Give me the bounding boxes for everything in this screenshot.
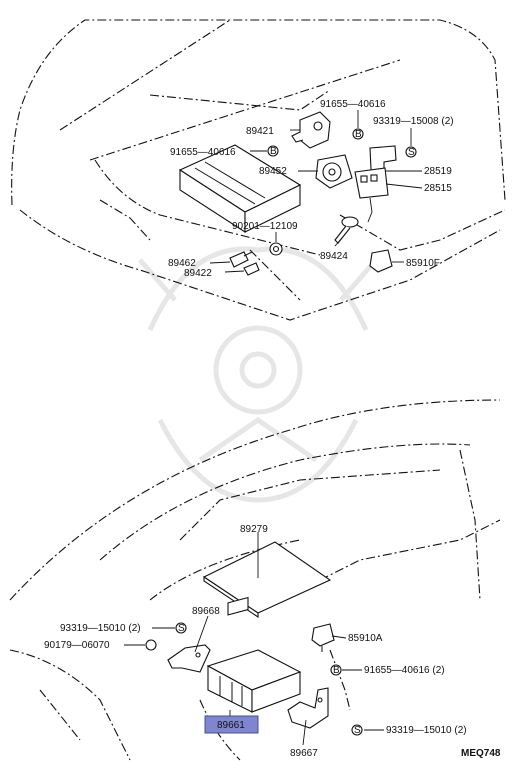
- callout-91655-top: 91655—40616: [320, 99, 386, 110]
- callout-89421: 89421: [246, 126, 274, 137]
- sensor-89424: [334, 216, 359, 244]
- svg-text:B: B: [355, 129, 362, 140]
- callout-91655-left: 91655—40616: [170, 147, 236, 158]
- engine-bay-outline: [11, 19, 506, 321]
- highlight-box-89661[interactable]: [204, 715, 259, 734]
- ecu-89661: [206, 596, 302, 713]
- lower-leader-lines: [124, 532, 384, 746]
- svg-text:S: S: [354, 725, 361, 736]
- callout-89462: 89462: [168, 258, 196, 269]
- sensor-89422: [243, 262, 260, 276]
- watermark-emblem: [138, 246, 378, 503]
- callout-89422: 89422: [184, 268, 212, 279]
- bolt-symbol-left: B: [267, 145, 279, 157]
- bolt-symbol-top: B: [352, 128, 364, 140]
- bracket-89668: [167, 644, 211, 673]
- svg-text:S: S: [178, 623, 185, 634]
- callout-89661[interactable]: 89661: [217, 720, 245, 731]
- relay-28515: [354, 167, 389, 223]
- sensor-89452: [315, 154, 353, 189]
- callout-93319-top: 93319—15008 (2): [373, 116, 454, 127]
- dashboard-outline: [9, 399, 501, 761]
- nut-symbol-90179: [145, 639, 157, 651]
- nut-90201: [269, 242, 283, 256]
- bracket-89667: [287, 687, 329, 729]
- callout-93319-bottom: 93319—15010 (2): [386, 725, 467, 736]
- callout-28519: 28519: [424, 166, 452, 177]
- sensor-89462: [229, 251, 253, 268]
- callout-93319-mid: 93319—15010 (2): [60, 623, 141, 634]
- callout-89452: 89452: [259, 166, 287, 177]
- callout-90179: 90179—06070: [44, 640, 110, 651]
- engine-ecu-box: [178, 144, 302, 234]
- svg-text:B: B: [270, 146, 277, 157]
- callout-89667: 89667: [290, 748, 318, 759]
- relay-85910f: [369, 249, 393, 273]
- cover-plate-89279: [202, 541, 332, 619]
- screw-symbol-mid: S: [175, 622, 187, 634]
- callout-89668: 89668: [192, 606, 220, 617]
- screw-symbol-top: S: [405, 146, 417, 158]
- callout-89279: 89279: [240, 524, 268, 535]
- bolt-symbol-bottom: B: [330, 664, 342, 676]
- callout-90201: 90201—12109: [232, 221, 298, 232]
- svg-text:S: S: [408, 147, 415, 158]
- callout-91655-bottom: 91655—40616 (2): [364, 665, 445, 676]
- svg-text:B: B: [333, 665, 340, 676]
- callout-28515: 28515: [424, 183, 452, 194]
- callout-85910f: 85910F: [406, 258, 440, 269]
- diagram-id: MEQ748: [461, 748, 501, 759]
- screw-symbol-bottom: S: [351, 724, 363, 736]
- upper-leader-lines: [209, 110, 423, 273]
- callout-89424: 89424: [320, 251, 348, 262]
- callout-85910a: 85910A: [348, 633, 383, 644]
- sensor-89421: [291, 111, 331, 149]
- relay-85910a: [311, 623, 335, 652]
